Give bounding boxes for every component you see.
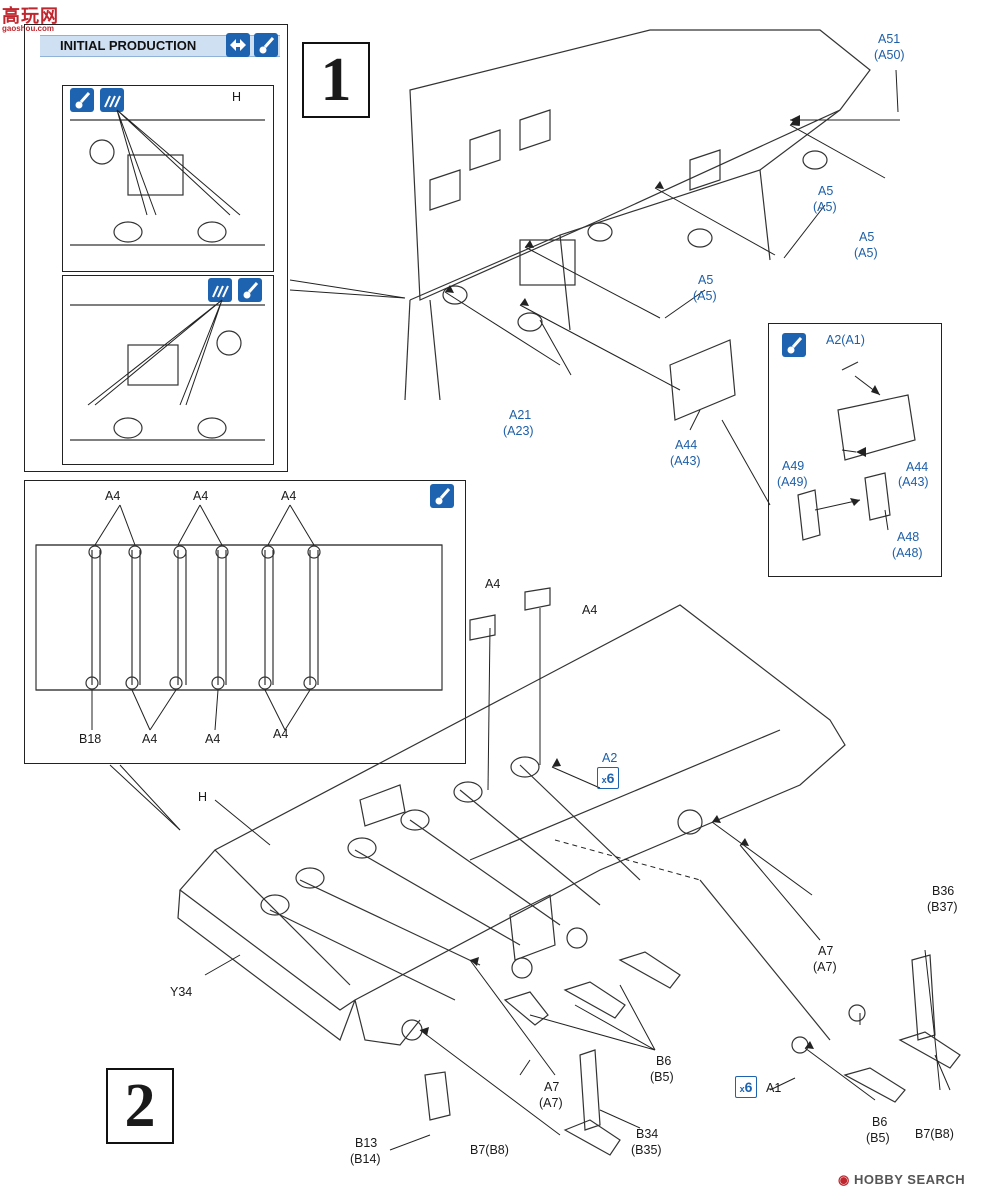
part-label-b5: (B5) [866, 1131, 890, 1145]
hobby-search-watermark: ◉ HOBBY SEARCH [838, 1172, 965, 1188]
watermark-text: 高玩网 [2, 6, 59, 26]
part-label-a5: A5 [818, 184, 834, 198]
watermark-logo: 高玩网 [2, 2, 59, 28]
part-label-a7: A7 [544, 1080, 560, 1094]
initial-inset-bottom [62, 275, 274, 465]
cement-icon [100, 88, 124, 112]
part-label-a7-alt: (A7) [539, 1096, 563, 1110]
glue-icon [70, 88, 94, 112]
part-label-a44: A44 [675, 438, 698, 452]
part-label-a1: A1 [766, 1081, 782, 1095]
swap-icon [226, 33, 250, 57]
step-number-2: 2 [106, 1068, 174, 1144]
part-label-b35: (B35) [631, 1143, 662, 1157]
part-label-a4: A4 [105, 489, 121, 503]
part-label-a23: (A23) [503, 424, 534, 438]
part-label-a50: (A50) [874, 48, 905, 62]
step-number-1: 1 [302, 42, 370, 118]
cement-icon [208, 278, 232, 302]
glue-icon [782, 333, 806, 357]
hinge-detail-panel [768, 323, 942, 577]
quantity-prefix: x [739, 1084, 745, 1094]
watermark-label: HOBBY SEARCH [853, 1172, 966, 1187]
part-label-a4: A4 [193, 489, 209, 503]
watermark-logo-icon: ◉ [838, 1172, 850, 1187]
part-label-b6: B6 [872, 1115, 888, 1129]
part-label-a4: A4 [142, 732, 158, 746]
banner-title: INITIAL PRODUCTION [60, 38, 197, 53]
part-label-b6: B6 [656, 1054, 672, 1068]
part-label-b34: B34 [636, 1127, 659, 1141]
part-label-a43: (A43) [670, 454, 701, 468]
quantity-badge: x6 [597, 767, 619, 789]
initial-production-panel [24, 24, 288, 472]
glue-icon [430, 484, 454, 508]
part-label-a44: A44 [906, 460, 929, 474]
quantity-badge: x6 [735, 1076, 757, 1098]
part-label-a5: A5 [698, 273, 714, 287]
part-label-b7-b8: B7(B8) [915, 1127, 954, 1141]
suspension-top-view-panel [24, 480, 466, 764]
watermark-url: gaoshou.com [2, 24, 55, 33]
part-label-a48-alt: (A48) [892, 546, 923, 560]
part-label-b18: B18 [79, 732, 102, 746]
part-label-b7-b8: B7(B8) [470, 1143, 509, 1157]
glue-icon [254, 33, 278, 57]
part-label-a2: A2 [602, 751, 618, 765]
part-label-a5-alt: (A5) [693, 289, 717, 303]
part-label-a49-alt: (A49) [777, 475, 808, 489]
hull-label: H [198, 790, 208, 804]
part-label-a4: A4 [205, 732, 221, 746]
quantity-value: 6 [606, 770, 615, 786]
initial-inset-top [62, 85, 274, 272]
part-label-a4: A4 [582, 603, 598, 617]
part-label-b36: B36 [932, 884, 955, 898]
part-label-a51: A51 [878, 32, 901, 46]
initial-production-banner: INITIAL PRODUCTION [40, 35, 280, 57]
part-label-b37: (B37) [927, 900, 958, 914]
part-label-a5-alt: (A5) [854, 246, 878, 260]
part-label-a4: A4 [273, 727, 289, 741]
part-label-a5: A5 [859, 230, 875, 244]
part-label-a5-alt: (A5) [813, 200, 837, 214]
part-label-a43: (A43) [898, 475, 929, 489]
part-label-a21: A21 [509, 408, 532, 422]
glue-icon [238, 278, 262, 302]
part-label-a7-alt: (A7) [813, 960, 837, 974]
part-label-b5: (B5) [650, 1070, 674, 1084]
part-label-a7: A7 [818, 944, 834, 958]
part-label-a4: A4 [485, 577, 501, 591]
part-label-a49: A49 [782, 459, 805, 473]
part-label-a2-a1: A2(A1) [826, 333, 865, 347]
quantity-prefix: x [601, 775, 607, 785]
part-label-y34: Y34 [170, 985, 193, 999]
part-label-b13: B13 [355, 1136, 378, 1150]
part-label-a48: A48 [897, 530, 920, 544]
part-label-b14: (B14) [350, 1152, 381, 1166]
part-label-a4: A4 [281, 489, 297, 503]
inset-hull-label: H [232, 90, 242, 104]
quantity-value: 6 [744, 1079, 753, 1095]
